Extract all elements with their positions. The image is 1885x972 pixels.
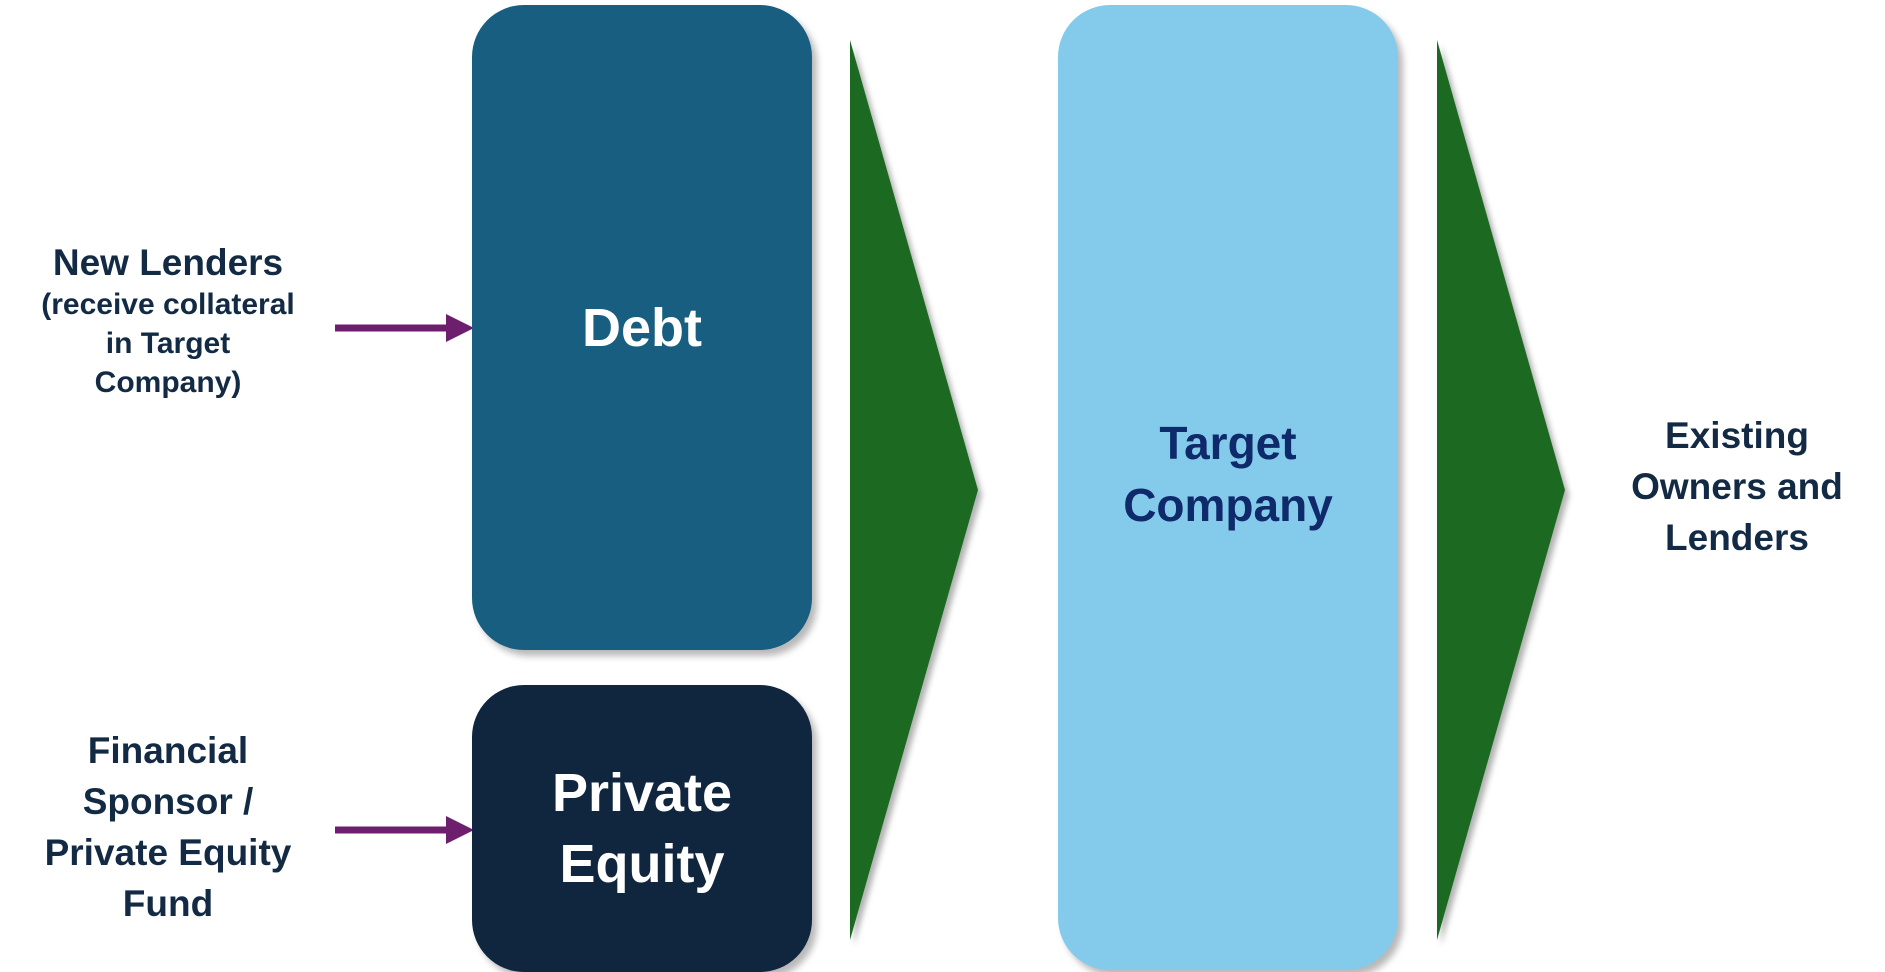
existing-owners-line: Lenders — [1665, 517, 1809, 559]
new-lenders-note-line: Company) — [94, 366, 242, 400]
financial-sponsor-line: Private Equity — [44, 832, 292, 874]
target-company-label-line: Target — [1159, 417, 1297, 469]
new-lenders-note-line: in Target — [105, 327, 231, 361]
new-lenders-title: New Lenders — [52, 242, 284, 283]
arrow-sponsor-to-equity — [335, 816, 474, 844]
private-equity-box: Private Equity — [472, 685, 812, 972]
new-lenders-note-line: (receive collateral — [41, 288, 295, 322]
financial-sponsor-line: Sponsor / — [82, 781, 254, 823]
debt-label: Debt — [582, 298, 702, 358]
financial-sponsor-line: Fund — [122, 883, 214, 925]
private-equity-label-line: Equity — [559, 833, 725, 894]
arrow-new-lenders-to-debt — [335, 314, 474, 342]
financial-sponsor-label: Financial Sponsor / Private Equity Fund — [18, 725, 318, 929]
target-company-label-line: Company — [1123, 478, 1333, 531]
private-equity-label-line: Private — [551, 763, 733, 824]
existing-owners-line: Owners and — [1631, 466, 1843, 508]
flow-chevron-2 — [1437, 40, 1565, 940]
flow-chevron-1 — [850, 40, 978, 940]
target-company-box: Target Company — [1058, 5, 1398, 970]
existing-owners-line: Existing — [1665, 415, 1809, 456]
new-lenders-label: New Lenders (receive collateral in Targe… — [18, 240, 318, 402]
existing-owners-label: Existing Owners and Lenders — [1597, 410, 1877, 563]
debt-box: Debt — [472, 5, 812, 650]
financial-sponsor-line: Financial — [87, 730, 249, 771]
